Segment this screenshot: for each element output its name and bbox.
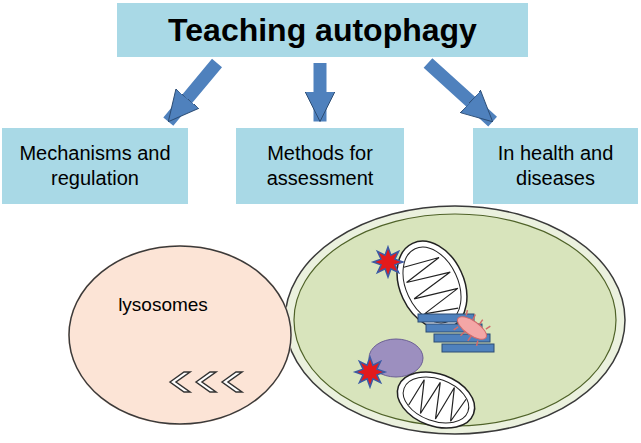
chevron <box>170 372 190 392</box>
lysosome: lysosomes <box>68 245 292 425</box>
topic-box: Methods for assessment <box>236 128 404 204</box>
ubiquitin-tag <box>355 357 385 387</box>
lysosome-membrane <box>69 246 291 424</box>
block-arrow <box>314 63 327 122</box>
topic-box: In health and diseases <box>473 128 638 204</box>
pathogen-particle <box>451 308 494 349</box>
topic-label: Methods for assessment <box>244 141 396 191</box>
ubiquitin-tag <box>373 247 403 277</box>
organelle-label: lysosomes <box>68 293 258 317</box>
title-text: Teaching autophagy <box>168 10 477 50</box>
chevron <box>222 372 242 392</box>
block-arrow <box>168 63 217 122</box>
mitochondrion <box>390 362 483 438</box>
lysosome-fill <box>68 245 292 425</box>
topic-label: In health and diseases <box>481 141 630 191</box>
lysosome-outline <box>68 245 292 425</box>
autophagosome-outer <box>285 206 625 434</box>
topic-box: Mechanisms and regulation <box>2 128 188 204</box>
block-arrow <box>428 63 493 122</box>
topic-label: Mechanisms and regulation <box>10 141 180 191</box>
flow-chevrons <box>170 372 242 392</box>
title-box: Teaching autophagy <box>117 3 528 57</box>
chevron <box>196 372 216 392</box>
